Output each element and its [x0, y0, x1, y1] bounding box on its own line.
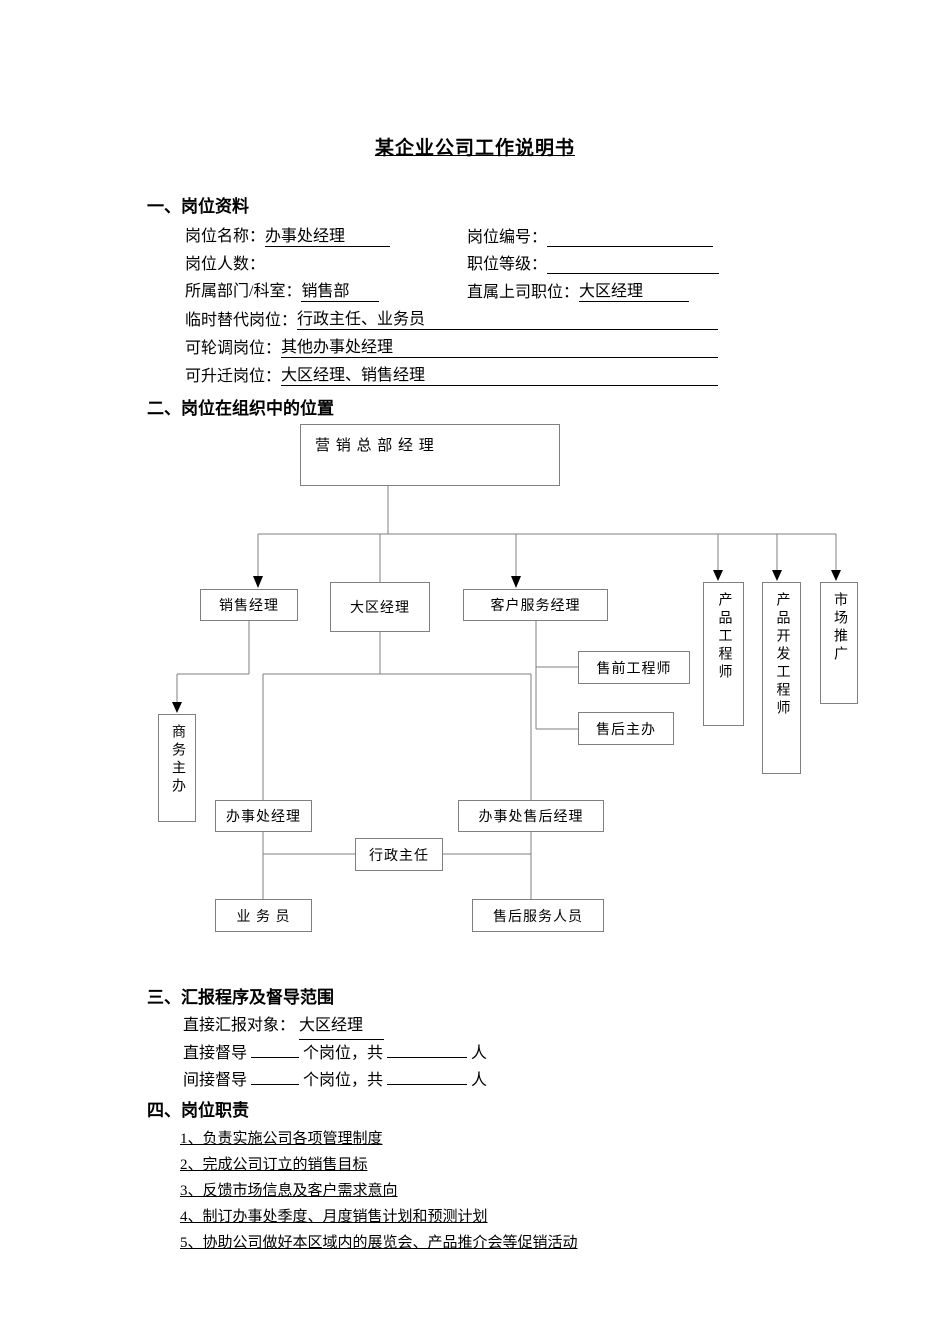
- duty-item-text: 2、完成公司订立的销售目标: [180, 1157, 368, 1173]
- org-node-product-development-engineer: 产品开发工程师: [762, 582, 801, 774]
- duty-item-text: 3、反馈市场信息及客户需求意向: [180, 1183, 398, 1199]
- org-node-sales-manager: 销售经理: [200, 589, 298, 621]
- org-node-label: 行政主任: [369, 848, 429, 864]
- post-name-value: 办事处经理: [265, 227, 391, 247]
- temp-substitute-value: 行政主任、业务员: [297, 310, 718, 330]
- org-node-label: 业 务 员: [236, 909, 291, 925]
- org-node-region-manager: 大区经理: [330, 582, 430, 632]
- org-chart-connectors: [172, 486, 841, 899]
- org-node-admin-director: 行政主任: [355, 838, 443, 871]
- duty-item-1: 1、负责实施公司各项管理制度: [180, 1126, 950, 1152]
- direct-supervision-line: 直接督导 个岗位，共 人: [183, 1041, 950, 1067]
- form-row-promotion: 可升迁岗位： 大区经理、销售经理: [185, 366, 718, 386]
- org-node-label: 产品开发工程师: [774, 592, 790, 718]
- org-node-customer-service-manager: 客户服务经理: [463, 589, 608, 621]
- org-node-label: 办事处售后经理: [478, 810, 584, 825]
- form-row-left: 岗位名称： 办事处经理: [185, 227, 467, 247]
- document-title: 某企业公司工作说明书: [374, 138, 575, 159]
- org-node-salesperson: 业 务 员: [215, 899, 312, 932]
- form-row-rotation: 可轮调岗位： 其他办事处经理: [185, 338, 718, 358]
- section3-heading: 三、汇报程序及督导范围: [147, 988, 334, 1007]
- supervisor-label: 直属上司职位：: [467, 284, 580, 301]
- form-row-temp-substitute: 临时替代岗位： 行政主任、业务员: [185, 310, 718, 330]
- form-row-headcount: 岗位人数： 职位等级：: [185, 255, 950, 274]
- indirect-supervision-line: 间接督导 个岗位，共 人: [183, 1068, 950, 1094]
- section4-heading: 四、岗位职责: [147, 1101, 249, 1120]
- rotation-label: 可轮调岗位：: [185, 340, 282, 357]
- org-node-label: 营 销 总 部 经 理: [315, 438, 435, 454]
- temp-substitute-label: 临时替代岗位：: [185, 312, 298, 329]
- org-node-business-supervisor: 商务主办: [158, 714, 196, 822]
- duty-item-text: 1、负责实施公司各项管理制度: [180, 1131, 383, 1147]
- duty-item-2: 2、完成公司订立的销售目标: [180, 1152, 950, 1178]
- org-node-product-engineer: 产品工程师: [703, 582, 744, 726]
- report-target-label: 直接汇报对象：: [183, 1017, 296, 1034]
- org-node-label: 大区经理: [350, 601, 410, 616]
- section1-heading: 一、岗位资料: [147, 197, 249, 216]
- form-row-department: 所属部门/科室： 销售部 直属上司职位： 大区经理: [185, 282, 950, 302]
- direct-supervision-prefix: 直接督导: [183, 1045, 248, 1062]
- form-row-left: 所属部门/科室： 销售部: [185, 282, 467, 302]
- promotion-value: 大区经理、销售经理: [281, 366, 718, 386]
- org-node-label: 售后服务人员: [493, 909, 583, 925]
- indirect-supervision-suffix: 人: [471, 1072, 488, 1089]
- org-node-label: 市场推广: [832, 592, 847, 664]
- direct-supervision-mid: 个岗位，共: [303, 1045, 384, 1062]
- indirect-supervision-posts-blank: [251, 1069, 300, 1085]
- form-row-left: 岗位人数：: [185, 255, 467, 274]
- duty-item-4: 4、制订办事处季度、月度销售计划和预测计划: [180, 1204, 950, 1230]
- department-value: 销售部: [301, 282, 380, 302]
- org-node-aftersales-staff: 售后服务人员: [472, 899, 604, 932]
- org-node-presales-engineer: 售前工程师: [578, 651, 690, 684]
- org-node-marketing-hq-manager: 营 销 总 部 经 理: [300, 424, 560, 486]
- report-section: 直接汇报对象： 大区经理 直接督导 个岗位，共 人 间接督导 个岗位，共 人: [183, 1013, 950, 1094]
- org-node-label: 售后主办: [596, 722, 656, 738]
- org-node-label: 商务主办: [170, 724, 185, 796]
- form-row-post-name: 岗位名称： 办事处经理 岗位编号：: [185, 227, 950, 247]
- org-node-office-manager: 办事处经理: [215, 800, 312, 832]
- promotion-label: 可升迁岗位：: [185, 368, 282, 385]
- duty-list: 1、负责实施公司各项管理制度 2、完成公司订立的销售目标 3、反馈市场信息及客户…: [180, 1126, 950, 1256]
- org-node-marketing-promotion: 市场推广: [820, 582, 858, 704]
- post-code-label: 岗位编号：: [467, 229, 548, 246]
- department-label: 所属部门/科室：: [185, 283, 302, 300]
- direct-supervision-posts-blank: [251, 1042, 300, 1058]
- headcount-label: 岗位人数：: [185, 256, 266, 273]
- org-node-label: 办事处经理: [226, 810, 301, 825]
- org-chart: 营 销 总 部 经 理 销售经理 大区经理 客户服务经理 产品工程师 产品开发工…: [140, 419, 900, 959]
- post-info-form: 岗位名称： 办事处经理 岗位编号： 岗位人数： 职位等级： 所属部门/科室： 销…: [185, 227, 950, 386]
- grade-label: 职位等级：: [467, 256, 548, 273]
- duty-item-text: 5、协助公司做好本区域内的展览会、产品推介会等促销活动: [180, 1235, 578, 1251]
- org-node-label: 产品工程师: [716, 592, 732, 682]
- grade-blank: [547, 256, 720, 274]
- duty-item-text: 4、制订办事处季度、月度销售计划和预测计划: [180, 1209, 488, 1225]
- org-node-aftersales-supervisor: 售后主办: [578, 712, 674, 745]
- indirect-supervision-prefix: 间接督导: [183, 1072, 248, 1089]
- duty-item-3: 3、反馈市场信息及客户需求意向: [180, 1178, 950, 1204]
- direct-supervision-people-blank: [387, 1042, 468, 1058]
- supervisor-value: 大区经理: [579, 282, 690, 302]
- section2-heading: 二、岗位在组织中的位置: [147, 399, 334, 418]
- post-code-blank: [547, 229, 714, 247]
- org-node-office-aftersales-manager: 办事处售后经理: [458, 800, 604, 832]
- org-node-label: 销售经理: [219, 599, 279, 614]
- rotation-value: 其他办事处经理: [281, 338, 718, 358]
- direct-supervision-suffix: 人: [471, 1045, 488, 1062]
- indirect-supervision-mid: 个岗位，共: [303, 1072, 384, 1089]
- org-node-label: 售前工程师: [596, 661, 672, 677]
- post-name-label: 岗位名称：: [185, 228, 266, 245]
- report-target-value: 大区经理: [299, 1013, 385, 1040]
- indirect-supervision-people-blank: [387, 1069, 468, 1085]
- org-node-label: 客户服务经理: [490, 599, 581, 614]
- report-target-line: 直接汇报对象： 大区经理: [183, 1013, 950, 1040]
- duty-item-5: 5、协助公司做好本区域内的展览会、产品推介会等促销活动: [180, 1230, 950, 1256]
